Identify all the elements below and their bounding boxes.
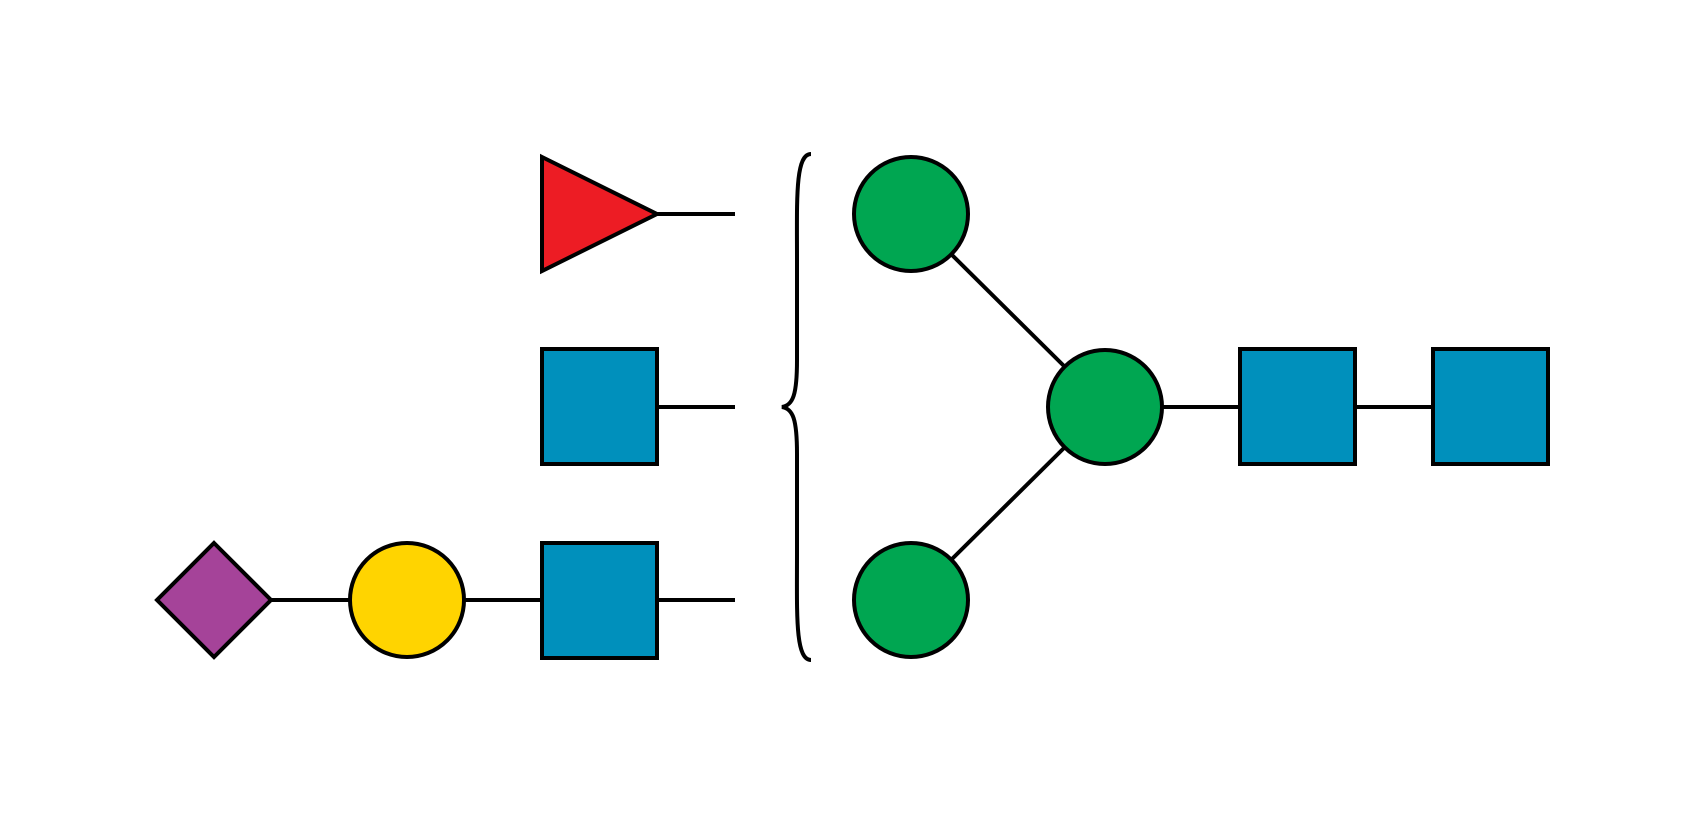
link-mannose-upper-central (950, 253, 1066, 368)
mannose-circle-upper (852, 155, 970, 273)
link-mannose-lower-central (950, 446, 1066, 561)
core-structure (852, 155, 1550, 659)
glcnac-square (540, 541, 659, 660)
linkages (271, 212, 1433, 602)
neu5ac-diamond (154, 540, 274, 660)
mannose-circle-central (1046, 348, 1164, 466)
curly-bracket (781, 152, 812, 662)
fucose-triangle (540, 153, 662, 275)
glcnac-square-core-2 (1431, 347, 1550, 466)
mannose-circle-lower (852, 541, 970, 659)
antenna-fragments (154, 153, 662, 660)
glcnac-square-core-1 (1238, 347, 1357, 466)
glcnac-square (540, 347, 659, 466)
galactose-circle (348, 541, 466, 659)
